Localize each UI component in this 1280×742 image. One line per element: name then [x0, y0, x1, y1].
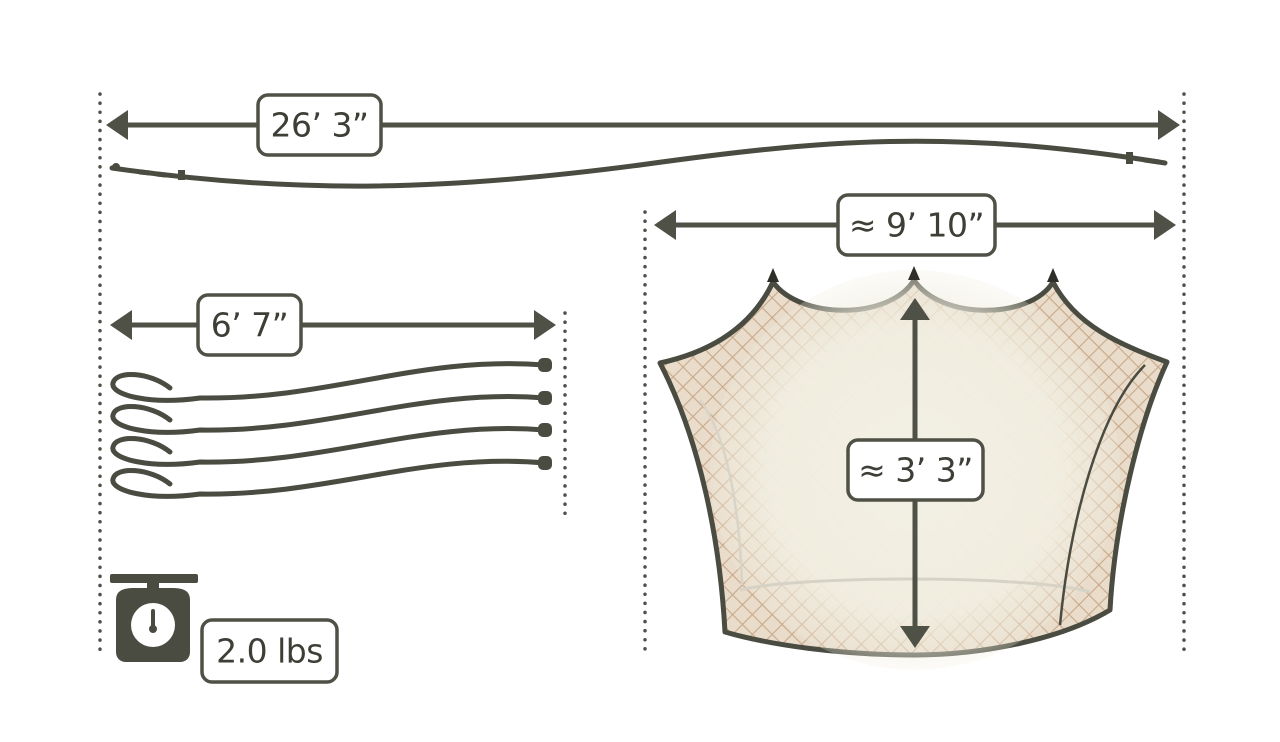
packed-length-label-box [196, 293, 303, 357]
net-height-dimension: ≈ 3’ 3” [846, 298, 985, 648]
net-width-dimension: ≈ 9’ 10” [654, 193, 1176, 257]
arrow-down-icon [900, 626, 930, 648]
hang-point [908, 266, 920, 280]
folded-cord [110, 426, 548, 467]
net-height-label: ≈ 3’ 3” [858, 451, 973, 490]
arrow-right-icon [534, 310, 556, 340]
guide-lines [98, 92, 1186, 654]
hang-point [1047, 268, 1059, 282]
total-length-label-box [256, 93, 383, 157]
net-width-label-box [836, 193, 997, 257]
arrow-left-icon [110, 310, 132, 340]
cord-clip [178, 170, 185, 180]
scale-icon [110, 574, 198, 662]
packed-length-label: 6’ 7” [211, 306, 289, 345]
folded-cord [110, 394, 548, 435]
hang-point [767, 268, 779, 282]
net-zipper [1058, 364, 1146, 626]
net-width-label: ≈ 9’ 10” [849, 206, 984, 245]
weight-label-box [200, 618, 339, 684]
total-length-label: 26’ 3” [270, 106, 368, 145]
arrow-up-icon [900, 298, 930, 320]
folded-cord [110, 361, 548, 403]
weight-label: 2.0 lbs [216, 632, 323, 671]
weight-indicator: 2.0 lbs [110, 574, 339, 684]
folded-cord [110, 458, 548, 499]
arrow-left-icon [106, 110, 128, 140]
cord-clip [1126, 152, 1133, 164]
arrow-left-icon [654, 210, 676, 240]
folded-cords [110, 358, 552, 499]
full-cord [109, 138, 1168, 189]
arrow-right-icon [1158, 110, 1180, 140]
net-height-label-box [846, 438, 985, 502]
arrow-right-icon [1154, 210, 1176, 240]
total-length-dimension: 26’ 3” [106, 93, 1180, 157]
packed-length-dimension: 6’ 7” [110, 293, 556, 357]
